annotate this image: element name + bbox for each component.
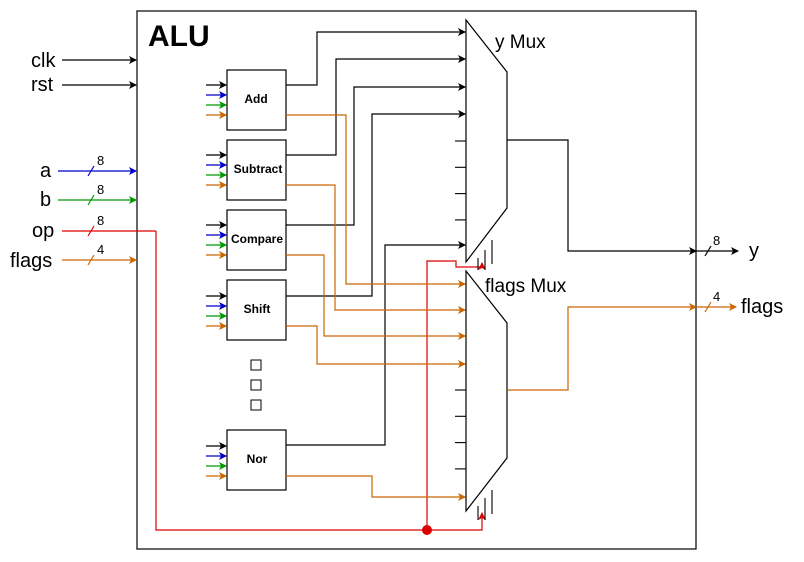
flags-out-label: flags: [741, 296, 783, 318]
alu-boundary: [136, 10, 697, 550]
block-shift-label: Shift: [244, 302, 271, 316]
y-mux-routing: [286, 28, 466, 446]
block-compare-label: Compare: [231, 232, 283, 246]
y-width: 8: [713, 233, 720, 248]
op-control-path: [155, 231, 486, 531]
input-rst: rst: [31, 74, 137, 96]
alu-title: ALU: [148, 20, 210, 53]
op-label: op: [32, 220, 54, 242]
block-input-arrows: [206, 81, 227, 480]
block-nor: Nor: [226, 429, 287, 491]
b-width: 8: [97, 182, 104, 197]
output-y: 8 y: [507, 139, 759, 262]
y-out-label: y: [749, 240, 759, 262]
flags-mux-label: flags Mux: [485, 276, 567, 297]
a-label: a: [40, 160, 52, 182]
rst-label: rst: [31, 74, 54, 96]
flags-mux-routing: [286, 114, 466, 501]
more-blocks-ellipsis: [250, 359, 262, 411]
input-op: op 8: [32, 213, 156, 242]
y-mux: y Mux: [455, 18, 546, 270]
flags-mux: flags Mux: [455, 269, 567, 520]
block-subtract: Subtract: [226, 139, 287, 201]
flags-in-label: flags: [10, 250, 52, 272]
clk-label: clk: [31, 50, 56, 72]
a-width: 8: [97, 153, 104, 168]
block-subtract-label: Subtract: [234, 162, 283, 176]
block-shift: Shift: [226, 279, 287, 341]
input-b: b 8: [40, 182, 137, 211]
input-clk: clk: [31, 50, 137, 72]
block-add-label: Add: [244, 92, 267, 106]
block-compare: Compare: [226, 209, 287, 271]
output-flags: 4 flags: [507, 289, 783, 391]
op-junction-dot: [422, 525, 432, 535]
b-label: b: [40, 189, 51, 211]
flags-out-width: 4: [713, 289, 720, 304]
block-nor-label: Nor: [247, 452, 268, 466]
flags-in-width: 4: [97, 242, 104, 257]
input-flags: flags 4: [10, 242, 137, 272]
input-a: a 8: [40, 153, 137, 182]
y-mux-label: y Mux: [495, 32, 546, 53]
op-width: 8: [97, 213, 104, 228]
block-add: Add: [226, 69, 287, 131]
